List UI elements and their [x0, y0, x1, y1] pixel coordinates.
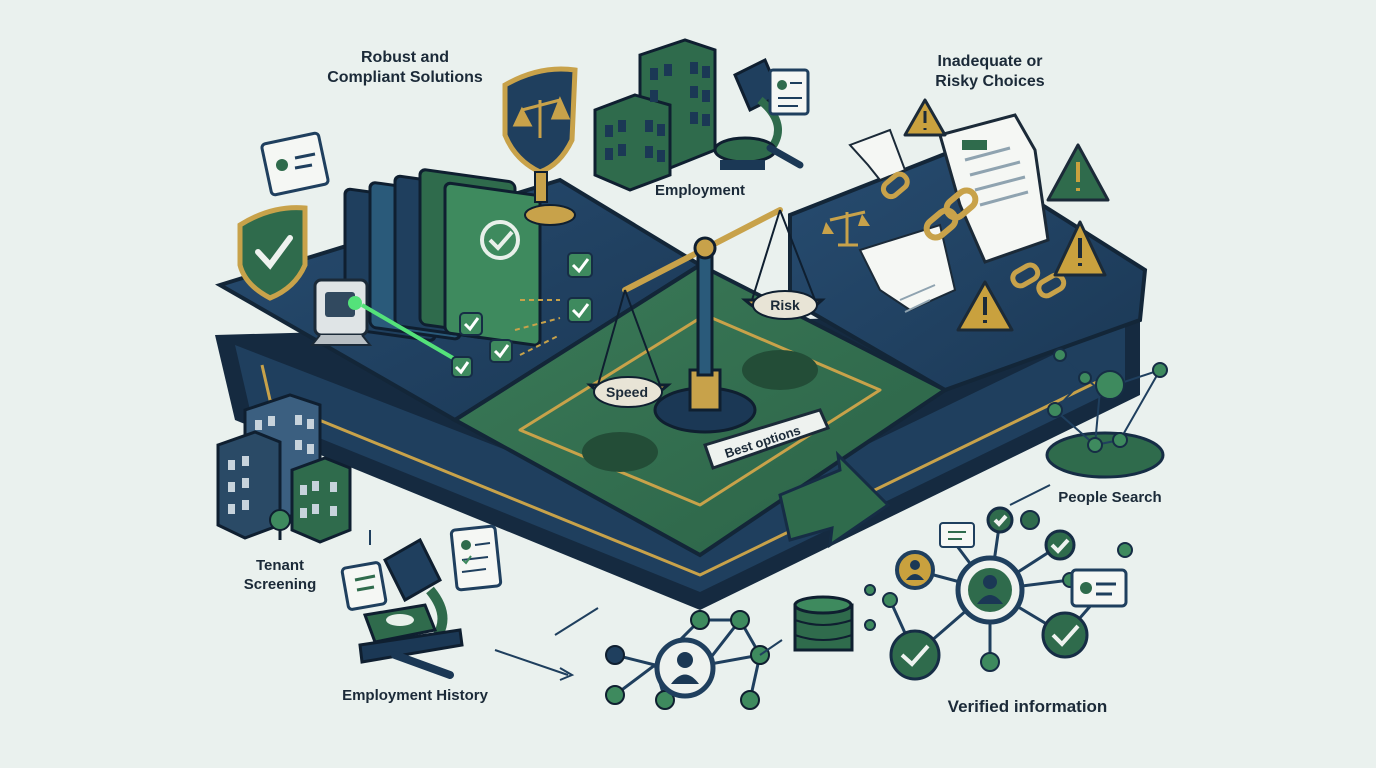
verified-information-label: Verified information [947, 697, 1108, 716]
robust-solutions-title: Robust and Compliant Solutions [310, 48, 500, 89]
platform-hole [742, 350, 818, 390]
inadequate-line-1: Inadequate or [937, 53, 1043, 70]
people-search-label: People Search [1058, 489, 1162, 506]
risk-label: Risk [770, 297, 800, 313]
chat-card-icon [939, 522, 975, 548]
shield-check-icon [237, 205, 308, 301]
small-scale-icon [822, 210, 870, 247]
arrow-icon [778, 450, 891, 549]
checkbox-icon [489, 339, 513, 363]
robust-line-1: Robust and [361, 49, 449, 66]
checkbox-icon [567, 252, 593, 278]
id-card-icon [768, 68, 810, 116]
justice-shield-icon [502, 66, 578, 226]
warning-icon [1053, 220, 1107, 277]
best-options-tag [703, 408, 831, 470]
checkbox-icon [459, 312, 483, 336]
laser-scanner-icon [309, 278, 467, 367]
torn-document-icon [848, 113, 1050, 313]
id-card-icon [449, 524, 503, 592]
tenant-line-1: Tenant [255, 557, 305, 574]
platform-hole [582, 432, 658, 472]
balance-scale-icon [586, 207, 826, 434]
warning-icon [903, 98, 947, 137]
platform-rim-gold [260, 364, 1106, 577]
inadequate-choices-title: Inadequate or Risky Choices [900, 52, 1080, 93]
tenant-screening-title: Tenant Screening [230, 556, 330, 594]
employment-history-label: Employment History [342, 687, 488, 704]
user-icon [906, 560, 1003, 604]
warning-icon [956, 280, 1014, 332]
user-icon [671, 652, 699, 684]
speed-label: Speed [606, 384, 648, 400]
network-icon [1045, 348, 1168, 479]
connector-line [369, 530, 599, 676]
arrow-icon [559, 667, 575, 681]
tenant-line-2: Screening [243, 576, 317, 594]
microscope-icon [358, 537, 464, 679]
checkbox-icon [567, 297, 593, 323]
id-card-icon [1070, 568, 1128, 608]
checklist [451, 252, 593, 378]
database-icon [793, 595, 854, 652]
platform-inner-track [518, 313, 882, 507]
buildings-icon [593, 38, 717, 192]
connector-line [1009, 484, 1051, 506]
warning-icon [1046, 143, 1110, 202]
network-icon [864, 506, 1133, 681]
robust-line-2: Compliant Solutions [327, 69, 483, 87]
buildings-icon [216, 393, 352, 544]
connector-line [759, 639, 783, 656]
employment-label: Employment [654, 182, 745, 199]
document-folders-icon [343, 168, 542, 347]
broken-chain-icon [880, 171, 1067, 299]
chat-card-icon [340, 561, 388, 611]
inadequate-line-2: Risky Choices [935, 73, 1045, 91]
checkbox-icon [451, 356, 473, 378]
id-card-icon [260, 131, 330, 197]
